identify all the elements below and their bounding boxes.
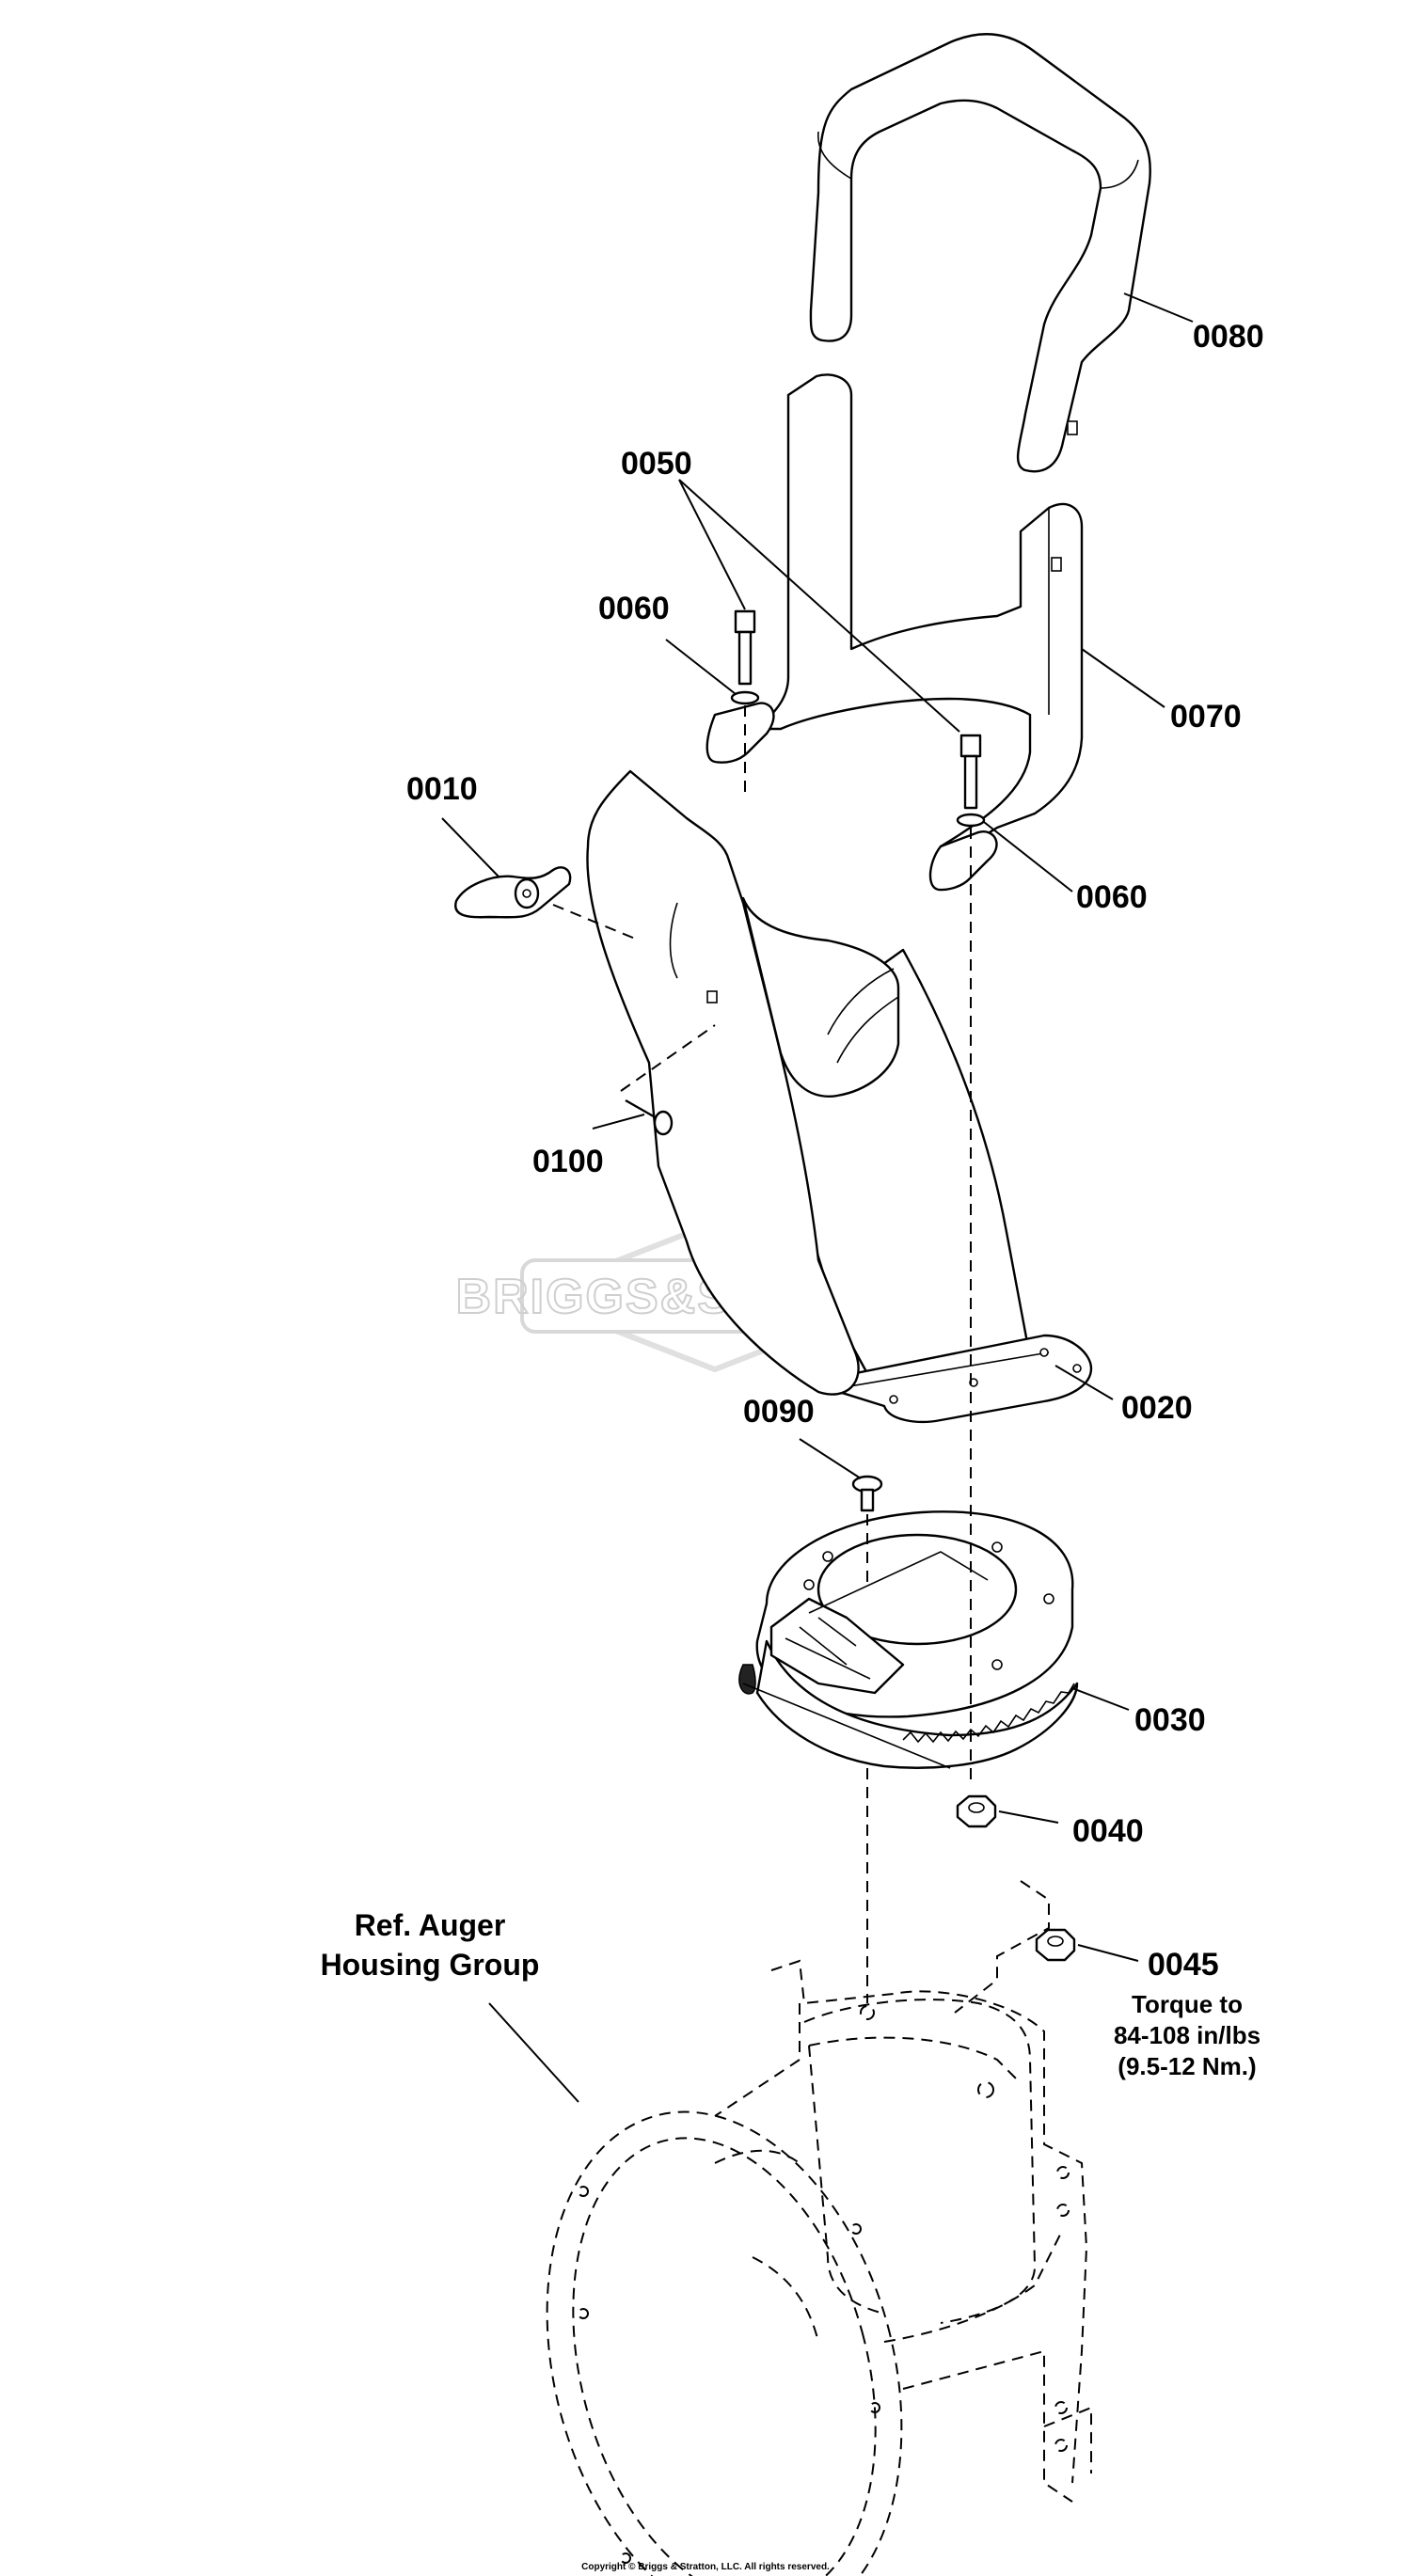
callout-labels: 0080 0050 0060 0070 0010 0060 0100 0020 …: [406, 319, 1264, 1983]
callout-0090: 0090: [743, 1394, 815, 1430]
torque-line1: Torque to: [1132, 1990, 1243, 2018]
part-0045-hex-nut[interactable]: [1035, 1928, 1076, 1962]
ref-label-line1: Ref. Auger: [355, 1908, 506, 1942]
torque-line2: 84-108 in/lbs: [1114, 2021, 1260, 2049]
callout-0050: 0050: [621, 446, 692, 482]
leader-lines: [441, 292, 1194, 2103]
part-0090-screw[interactable]: [851, 1475, 883, 1512]
callout-0010: 0010: [406, 771, 478, 807]
callout-0040: 0040: [1072, 1813, 1144, 1849]
callout-0080: 0080: [1193, 319, 1264, 355]
callout-0100: 0100: [532, 1144, 604, 1179]
callout-0045: 0045: [1148, 1947, 1219, 1983]
copyright-footer: Copyright © Briggs & Stratton, LLC. All …: [581, 2562, 830, 2572]
callout-0030: 0030: [1134, 1702, 1206, 1738]
torque-note: Torque to 84-108 in/lbs (9.5-12 Nm.): [1114, 1990, 1260, 2080]
part-0060-washer-right[interactable]: [956, 813, 986, 828]
assembly-alignment-lines: [552, 705, 972, 2003]
part-0010-chute-knob[interactable]: [454, 866, 572, 919]
callout-0070: 0070: [1170, 699, 1242, 735]
callout-0020: 0020: [1121, 1390, 1193, 1426]
ref-auger-housing: [546, 1880, 1092, 2576]
part-0030-chute-rotation-ring[interactable]: [738, 1510, 1079, 1769]
part-0060-washer-left[interactable]: [730, 690, 760, 705]
reference-label: Ref. Auger Housing Group: [321, 1908, 540, 1982]
part-0020-discharge-chute[interactable]: [586, 769, 1093, 1424]
part-0040-hex-nut[interactable]: [956, 1794, 997, 1828]
torque-line3: (9.5-12 Nm.): [1118, 2052, 1256, 2080]
part-0050-carriage-bolt-right[interactable]: [959, 734, 982, 810]
callout-0060-upper: 0060: [598, 591, 670, 626]
callout-0060-lower: 0060: [1076, 879, 1148, 915]
ref-label-line2: Housing Group: [321, 1948, 540, 1982]
part-0100-screw[interactable]: [625, 1098, 674, 1136]
part-0070-chute-bracket[interactable]: [706, 373, 1084, 892]
part-0080-handle-grip[interactable]: [809, 33, 1151, 473]
part-0050-carriage-bolt-left[interactable]: [734, 609, 756, 686]
